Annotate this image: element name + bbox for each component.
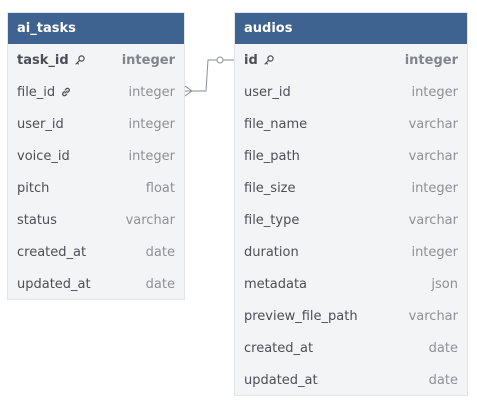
column-name-text: file_size xyxy=(244,180,296,196)
column-name: file_name xyxy=(244,117,307,132)
column-row-created-at[interactable]: created_at date xyxy=(235,332,467,364)
column-row-updated-at[interactable]: updated_at date xyxy=(235,364,467,396)
column-type: varchar xyxy=(408,212,458,228)
column-row-duration[interactable]: duration integer xyxy=(235,236,467,268)
column-type: varchar xyxy=(408,308,458,324)
column-type: varchar xyxy=(125,212,175,228)
column-type: integer xyxy=(121,52,175,68)
column-row-file-id[interactable]: file_id integer xyxy=(8,76,184,108)
column-name: duration xyxy=(244,245,299,260)
column-row-file-type[interactable]: file_type varchar xyxy=(235,204,467,236)
connector-line xyxy=(185,59,217,92)
table-header[interactable]: audios xyxy=(235,13,467,44)
column-name: id xyxy=(244,53,275,68)
column-name: created_at xyxy=(17,245,86,260)
column-name-text: user_id xyxy=(244,84,291,100)
column-row-id[interactable]: id integer xyxy=(235,44,467,76)
column-type: varchar xyxy=(408,116,458,132)
column-row-created-at[interactable]: created_at date xyxy=(8,236,184,268)
column-name-text: preview_file_path xyxy=(244,308,358,324)
key-icon xyxy=(74,54,86,66)
column-name: status xyxy=(17,213,57,228)
link-icon xyxy=(60,86,72,98)
column-name: file_path xyxy=(244,149,300,164)
column-name-text: file_type xyxy=(244,212,300,228)
column-name: file_size xyxy=(244,181,296,196)
column-row-user-id[interactable]: user_id integer xyxy=(8,108,184,140)
column-type: date xyxy=(428,372,458,388)
column-name-text: duration xyxy=(244,244,299,260)
column-type: date xyxy=(145,244,175,260)
column-name-text: pitch xyxy=(17,180,50,196)
column-name-text: metadata xyxy=(244,276,308,292)
column-name-text: voice_id xyxy=(17,148,70,164)
crows-foot-many xyxy=(184,85,193,97)
column-name: file_type xyxy=(244,213,299,228)
column-type: integer xyxy=(411,244,458,260)
column-row-voice-id[interactable]: voice_id integer xyxy=(8,140,184,172)
column-row-file-size[interactable]: file_size integer xyxy=(235,172,467,204)
column-name-text: task_id xyxy=(17,52,69,68)
column-name: task_id xyxy=(17,53,86,68)
column-name: metadata xyxy=(244,277,307,292)
column-name: pitch xyxy=(17,181,49,196)
key-icon xyxy=(263,54,275,66)
column-type: integer xyxy=(128,116,175,132)
cardinality-one-circle xyxy=(216,56,224,64)
column-type: float xyxy=(145,180,175,196)
column-row-file-path[interactable]: file_path varchar xyxy=(235,140,467,172)
column-name: user_id xyxy=(244,85,291,100)
column-name: preview_file_path xyxy=(244,309,358,324)
column-type: date xyxy=(145,276,175,292)
column-name-text: id xyxy=(244,52,258,68)
column-name: created_at xyxy=(244,341,313,356)
column-name-text: updated_at xyxy=(244,372,318,388)
column-row-pitch[interactable]: pitch float xyxy=(8,172,184,204)
column-row-file-name[interactable]: file_name varchar xyxy=(235,108,467,140)
column-type: integer xyxy=(411,84,458,100)
column-name: file_id xyxy=(17,85,72,100)
column-row-updated-at[interactable]: updated_at date xyxy=(8,268,184,300)
column-row-user-id[interactable]: user_id integer xyxy=(235,76,467,108)
column-type: integer xyxy=(128,84,175,100)
column-name-text: created_at xyxy=(244,340,314,356)
column-name-text: created_at xyxy=(17,244,87,260)
column-row-preview-file-path[interactable]: preview_file_path varchar xyxy=(235,300,467,332)
column-name-text: user_id xyxy=(17,116,64,132)
column-name-text: status xyxy=(17,212,57,228)
column-name: updated_at xyxy=(17,277,91,292)
column-type: varchar xyxy=(408,148,458,164)
column-row-metadata[interactable]: metadata json xyxy=(235,268,467,300)
column-name: user_id xyxy=(17,117,64,132)
column-type: json xyxy=(431,276,458,292)
column-row-status[interactable]: status varchar xyxy=(8,204,184,236)
column-row-task-id[interactable]: task_id integer xyxy=(8,44,184,76)
column-name: voice_id xyxy=(17,149,70,164)
column-name: updated_at xyxy=(244,373,318,388)
column-type: integer xyxy=(411,180,458,196)
column-name-text: updated_at xyxy=(17,276,91,292)
column-type: integer xyxy=(128,148,175,164)
column-name-text: file_id xyxy=(17,84,56,100)
table-header[interactable]: ai_tasks xyxy=(8,13,184,44)
column-name-text: file_path xyxy=(244,148,300,164)
column-name-text: file_name xyxy=(244,116,308,132)
column-type: integer xyxy=(404,52,458,68)
column-type: date xyxy=(428,340,458,356)
